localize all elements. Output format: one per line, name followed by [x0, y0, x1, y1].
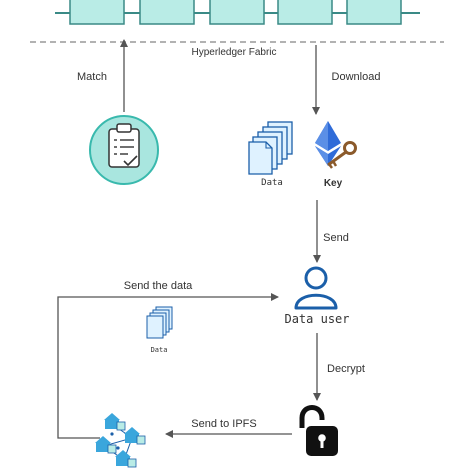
block-5 [346, 0, 402, 25]
block-1 [69, 0, 125, 25]
send-label: Send [323, 232, 349, 244]
data-user-icon [294, 266, 338, 310]
match-label: Match [77, 71, 107, 83]
send-the-data-arrow [57, 293, 279, 439]
data-user-label: Data user [284, 312, 349, 326]
download-label: Download [332, 71, 381, 83]
open-padlock-icon [299, 405, 338, 456]
blockchain-row [55, 0, 420, 25]
decrypt-label: Decrypt [327, 363, 365, 375]
send-the-data-label: Send the data [124, 280, 193, 292]
key-label: Key [324, 178, 343, 189]
block-3 [209, 0, 265, 25]
data-small-label: Data [151, 346, 168, 354]
ipfs-network-icon [95, 413, 146, 468]
small-document-stack-icon [146, 306, 173, 339]
block-4 [277, 0, 333, 25]
data-docs-label: Data [261, 178, 283, 188]
document-stack-icon [248, 121, 293, 175]
block-2 [139, 0, 195, 25]
send-to-ipfs-label: Send to IPFS [191, 418, 256, 430]
hyperledger-label: Hyperledger Fabric [191, 47, 276, 58]
ethereum-icon [315, 121, 341, 166]
key-icon [327, 141, 357, 169]
clipboard-icon [89, 115, 159, 185]
